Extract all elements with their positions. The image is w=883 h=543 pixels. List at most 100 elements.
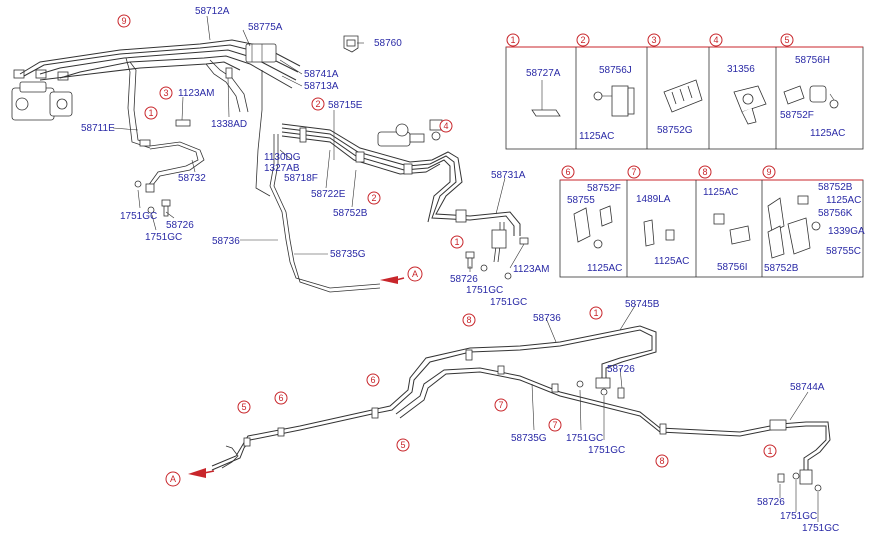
callout-1: 1	[767, 446, 772, 456]
label-58735G: 58735G	[511, 433, 547, 444]
label-58744A: 58744A	[790, 382, 825, 393]
label-58715E: 58715E	[328, 100, 363, 111]
label-58735G: 58735G	[330, 249, 366, 260]
callout-5: 5	[241, 402, 246, 412]
label-1751GC: 1751GC	[566, 433, 603, 444]
detail-8-number: 8	[702, 167, 707, 177]
detail-6-part: 58755	[567, 195, 595, 206]
label-58752B: 58752B	[333, 208, 368, 219]
label-58775A: 58775A	[248, 22, 283, 33]
detail-8-part: 1125AC	[703, 187, 738, 198]
arrow-a-top: A	[380, 266, 423, 284]
arrow-a-bottom-label: A	[170, 474, 176, 484]
callout-1: 1	[148, 108, 153, 118]
label-1751GC: 1751GC	[490, 297, 527, 308]
label-58713A: 58713A	[304, 81, 339, 92]
callout-1: 1	[593, 308, 598, 318]
label-1751GC: 1751GC	[802, 523, 839, 534]
detail-4-part: 31356	[727, 64, 755, 75]
callout-4: 4	[443, 121, 448, 131]
detail-5-part: 58756H	[795, 55, 830, 66]
callout-markers: 9 3 1 2 2 4 1 8 1 7 7 6 6 5 5 8 1	[117, 14, 777, 468]
detail-1-part: 58727A	[526, 68, 561, 79]
detail-6-part: 58752F	[587, 183, 621, 194]
leader-lines	[112, 15, 819, 522]
bracket-58760	[343, 35, 359, 53]
label-1327AB: 1327AB	[264, 163, 300, 174]
label-58718F: 58718F	[284, 173, 318, 184]
label-58711E: 58711E	[81, 123, 115, 134]
detail-7-number: 7	[631, 167, 636, 177]
label-1751GC: 1751GC	[145, 232, 182, 243]
callout-8: 8	[659, 456, 664, 466]
label-1338AD: 1338AD	[211, 119, 247, 130]
detail-8-part: 58756I	[717, 262, 748, 273]
callout-6: 6	[278, 393, 283, 403]
label-58731A: 58731A	[491, 170, 526, 181]
label-1751GC: 1751GC	[120, 211, 157, 222]
label-58726: 58726	[166, 220, 194, 231]
detail-5-number: 5	[784, 35, 789, 45]
label-58736: 58736	[212, 236, 240, 247]
detail-9-part: 1125AC	[826, 195, 861, 206]
rear-brake-line-bundle-upper	[255, 70, 521, 293]
callout-6: 6	[370, 375, 375, 385]
pipe-clip-58775A	[245, 43, 277, 63]
label-58726: 58726	[607, 364, 635, 375]
fastener-group-middle	[465, 251, 512, 280]
detail-6-number: 6	[565, 167, 570, 177]
detail-9-part: 58756K	[818, 208, 853, 219]
label-58745B: 58745B	[625, 299, 660, 310]
fastener-group-left	[134, 180, 171, 217]
label-58736: 58736	[533, 313, 561, 324]
label-1751GC: 1751GC	[780, 511, 817, 522]
detail-7-part: 1489LA	[636, 194, 671, 205]
detail-4-number: 4	[713, 35, 718, 45]
callout-7: 7	[498, 400, 503, 410]
detail-9-part: 1339GA	[828, 226, 865, 237]
bolt-1338AD	[225, 67, 233, 79]
label-58760: 58760	[374, 38, 402, 49]
detail-9-part: 58755C	[826, 246, 861, 257]
detail-6-part: 1125AC	[587, 263, 622, 274]
label-1123AM: 1123AM	[178, 88, 215, 99]
label-58741A: 58741A	[304, 69, 339, 80]
fastener-group-bottom	[576, 380, 822, 492]
label-1123AM: 1123AM	[513, 264, 550, 275]
rear-brake-line-bundle-lower	[211, 325, 831, 485]
label-1751GC: 1751GC	[466, 285, 503, 296]
detail-5-part: 58752F	[780, 110, 814, 121]
label-58732: 58732	[178, 173, 206, 184]
label-58726: 58726	[757, 497, 785, 508]
detail-5-part: 1125AC	[810, 128, 845, 139]
proportioning-valve	[377, 119, 443, 147]
detail-9-part: 58752B	[818, 182, 853, 193]
callout-2: 2	[315, 99, 320, 109]
detail-7-part: 1125AC	[654, 256, 689, 267]
part-number-labels: 58712A 58775A 58760 58741A 58713A 1123AM…	[81, 6, 839, 534]
detail-2-part: 58756J	[599, 65, 632, 76]
callout-1: 1	[454, 237, 459, 247]
arrow-a-bottom: A	[165, 468, 215, 487]
arrow-a-top-label: A	[412, 269, 418, 279]
callout-5: 5	[400, 440, 405, 450]
label-1130DG: 1130DG	[264, 152, 301, 163]
rear-hose-assembly-58731A	[491, 222, 529, 263]
label-58712A: 58712A	[195, 6, 230, 17]
detail-3-part: 58752G	[657, 125, 693, 136]
detail-9-number: 9	[766, 167, 771, 177]
abs-hydraulic-unit	[11, 69, 73, 121]
callout-3: 3	[163, 88, 168, 98]
label-1751GC: 1751GC	[588, 445, 625, 456]
detail-panel-top: 1 2 3 4 5 58727A 58756J 1125AC 58752G 31…	[505, 33, 864, 150]
detail-panel-bottom: 6 7 8 9 58752F 58755 1125AC 1489LA 1125A…	[559, 165, 865, 278]
detail-1-number: 1	[510, 35, 515, 45]
callout-7: 7	[552, 420, 557, 430]
detail-3-number: 3	[651, 35, 656, 45]
callout-2: 2	[371, 193, 376, 203]
detail-2-number: 2	[580, 35, 585, 45]
label-58722E: 58722E	[311, 189, 346, 200]
callout-9: 9	[121, 16, 126, 26]
label-58726: 58726	[450, 274, 478, 285]
